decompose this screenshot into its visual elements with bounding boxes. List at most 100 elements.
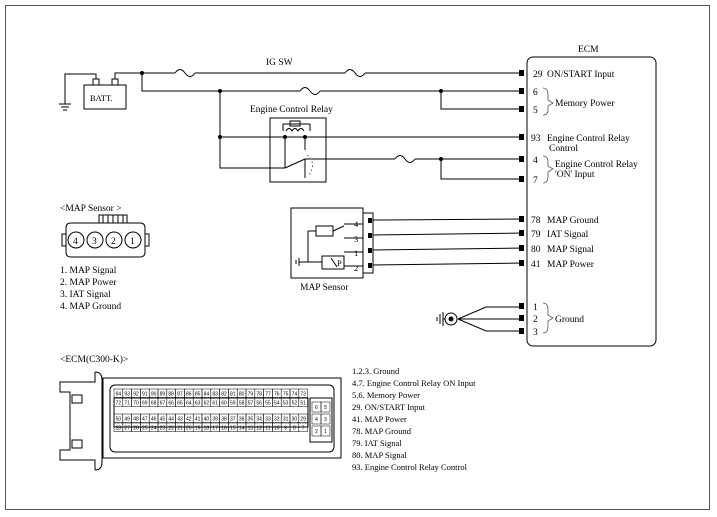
ground-symbol bbox=[436, 312, 458, 326]
ecm-pin-number: 57 bbox=[248, 400, 254, 406]
ecm-pin-number: 83 bbox=[212, 391, 218, 397]
ecm-pin-cell bbox=[298, 422, 308, 432]
map-legend-item: 3. IAT Signal bbox=[60, 290, 111, 300]
ecm-box bbox=[526, 56, 657, 347]
ecm-pin-number: 40 bbox=[204, 416, 210, 422]
ecm-pin-label: Engine Control Relay bbox=[547, 134, 630, 144]
ecm-pin-number: 74 bbox=[292, 391, 298, 397]
ecm-pin-number: 76 bbox=[274, 391, 280, 397]
ecm-pin-number: 64 bbox=[186, 400, 192, 406]
ecm-pin-number: 81 bbox=[230, 391, 236, 397]
ecm-pin-number: 36 bbox=[239, 416, 245, 422]
ecm-pin-number: 26 bbox=[133, 425, 139, 431]
map-connector-title: <MAP Sensor > bbox=[60, 204, 122, 214]
ecm-pin-number: 82 bbox=[221, 391, 227, 397]
ecm-pin-markers bbox=[519, 70, 524, 334]
ecm-pin-number: 87 bbox=[177, 391, 183, 397]
ecm-side-pin-cell bbox=[320, 401, 331, 413]
ecm-pin-number: 23 bbox=[160, 425, 166, 431]
ecm-pin-number: 51 bbox=[300, 400, 306, 406]
ecm-pin-number: 69 bbox=[142, 400, 148, 406]
ecm-pin-num: 4 bbox=[533, 156, 538, 166]
ecm-side-pin-number: 2 bbox=[315, 429, 318, 435]
ecm-side-pin-cell bbox=[320, 413, 331, 425]
ecm-pin-number: 52 bbox=[292, 400, 298, 406]
ecm-pin-number: 48 bbox=[133, 416, 139, 422]
ecm-pin-cell bbox=[298, 388, 308, 398]
ecm-pin-number: 85 bbox=[195, 391, 201, 397]
ecm-pin-number: 42 bbox=[186, 416, 192, 422]
ecm-pin-label: MAP Signal bbox=[547, 245, 594, 255]
ecm-pin-number: 89 bbox=[160, 391, 166, 397]
ecm-pin-number: 61 bbox=[212, 400, 218, 406]
ecm-pin-label: ON/START Input bbox=[547, 70, 615, 80]
ecm-pin-number: 70 bbox=[133, 400, 139, 406]
ecm-pin-number: 93 bbox=[124, 391, 130, 397]
ecm-pin-num: 80 bbox=[531, 245, 541, 255]
pin-legend-item: 78. MAP Ground bbox=[352, 426, 412, 436]
ecm-pin-number: 32 bbox=[274, 416, 280, 422]
ecm-pin-number: 8 bbox=[293, 425, 296, 431]
ecm-pin-number: 39 bbox=[212, 416, 218, 422]
ecm-pin-number: 9 bbox=[284, 425, 287, 431]
ecm-pin-number: 30 bbox=[292, 416, 298, 422]
ecm-pin-num: 79 bbox=[531, 230, 541, 240]
map-box-pin: 1 bbox=[354, 248, 358, 258]
ecm-pin-num: 7 bbox=[533, 176, 538, 186]
map-sensor-label: MAP Sensor bbox=[300, 283, 349, 293]
ecm-pin-number: 45 bbox=[160, 416, 166, 422]
relay-on-label-2: 'ON' Input bbox=[555, 170, 595, 180]
pin-legend-item: 4.7. Engine Control Relay ON Input bbox=[352, 378, 476, 388]
ig-sw-label: IG SW bbox=[266, 58, 293, 68]
ecm-pin-number: 90 bbox=[151, 391, 157, 397]
ecm-pin-number: 63 bbox=[195, 400, 201, 406]
ecm-pin-number: 31 bbox=[283, 416, 289, 422]
ecm-pin-number: 28 bbox=[116, 425, 122, 431]
ecm-pin-num: 41 bbox=[531, 260, 541, 270]
ecm-pin-number: 10 bbox=[274, 425, 280, 431]
junction-dots bbox=[140, 71, 443, 161]
map-wires bbox=[372, 218, 525, 266]
pin-legend-item: 41. MAP Power bbox=[352, 414, 407, 424]
ecm-pin-number: 54 bbox=[274, 400, 280, 406]
ecm-pin-number: 79 bbox=[248, 391, 254, 397]
relay-label: Engine Control Relay bbox=[250, 105, 333, 115]
ecm-pin-number: 12 bbox=[256, 425, 262, 431]
ecm-pin-number: 94 bbox=[116, 391, 122, 397]
map-box-pin: 4 bbox=[354, 219, 359, 229]
pressure-symbol-label: P bbox=[337, 258, 342, 268]
ecm-pin-number: 56 bbox=[256, 400, 262, 406]
battery-symbol bbox=[59, 72, 142, 111]
ecm-pin-number: 46 bbox=[151, 416, 157, 422]
ecm-pin-number: 66 bbox=[168, 400, 174, 406]
pin-legend-item: 1.2.3. Ground bbox=[352, 366, 400, 376]
map-connector-pin: 1 bbox=[130, 237, 135, 247]
map-legend-item: 1. MAP Signal bbox=[60, 266, 117, 276]
map-box-pin: 3 bbox=[354, 234, 358, 244]
pin-legend-item: 93. Engine Control Relay Control bbox=[352, 462, 468, 472]
ground-bracket bbox=[542, 302, 554, 334]
map-legend-item: 4. MAP Ground bbox=[60, 302, 121, 312]
ecm-pin-number: 35 bbox=[248, 416, 254, 422]
map-connector-pin: 2 bbox=[111, 237, 116, 247]
ecm-pin-number: 44 bbox=[168, 416, 174, 422]
ecm-pin-num: 29 bbox=[533, 70, 543, 80]
ecm-pin-number: 68 bbox=[151, 400, 157, 406]
ecm-pin-number: 27 bbox=[124, 425, 130, 431]
ecm-pin-num: 2 bbox=[533, 315, 538, 325]
ecm-pin-number: 67 bbox=[160, 400, 166, 406]
ecm-pin-cell bbox=[298, 397, 308, 407]
ecm-pin-number: 50 bbox=[116, 416, 122, 422]
ecm-pin-number: 47 bbox=[142, 416, 148, 422]
ecm-pin-number: 14 bbox=[239, 425, 245, 431]
ecm-pin-number: 80 bbox=[239, 391, 245, 397]
map-legend-item: 2. MAP Power bbox=[60, 278, 117, 288]
pin-legend-item: 5.6. Memory Power bbox=[352, 390, 420, 400]
ecm-pin-num: 3 bbox=[533, 328, 538, 338]
ecm-pin-num: 1 bbox=[533, 303, 538, 313]
ecm-side-pin-cell bbox=[320, 425, 331, 437]
ecm-pin-number: 58 bbox=[239, 400, 245, 406]
ecm-pin-number: 22 bbox=[168, 425, 174, 431]
ecm-pin-number: 84 bbox=[204, 391, 210, 397]
